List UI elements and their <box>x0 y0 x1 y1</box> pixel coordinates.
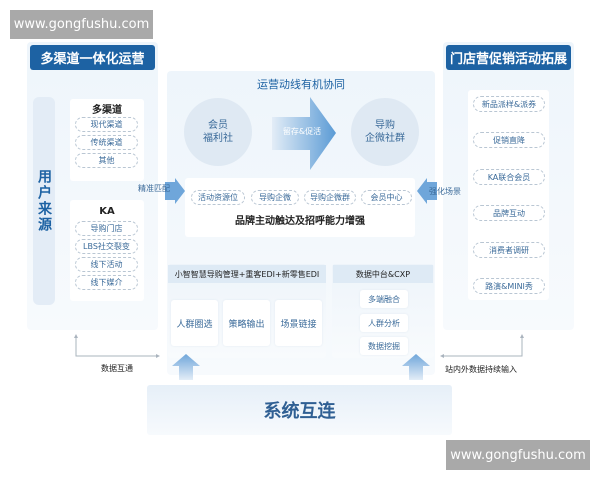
channel-pill: 传统渠道 <box>75 135 138 150</box>
channel-pill: 现代渠道 <box>75 117 138 132</box>
data-header: 数据中台&CXP <box>333 265 433 283</box>
scene-arrow-icon <box>417 178 437 204</box>
data-item: 人群分析 <box>360 314 408 332</box>
right-connector-line <box>440 334 524 358</box>
chain-box <box>185 178 415 237</box>
guide-card: 人群圈选 <box>171 300 218 346</box>
ka-pill: 线下媒介 <box>75 275 138 290</box>
ka-pill: LBS社交裂变 <box>75 239 138 254</box>
data-item: 数据挖掘 <box>360 337 408 355</box>
multichannel-title: 多渠道 <box>92 104 122 116</box>
chain-pill: 导购企微群 <box>304 190 356 205</box>
guide-card: 场景链接 <box>275 300 322 346</box>
watermark-bottom: www.gongfushu.com <box>446 440 590 470</box>
data-interop-label: 数据互通 <box>101 363 133 373</box>
ka-pill: 导购门店 <box>75 221 138 236</box>
user-source-label: 用户来源 <box>33 97 55 305</box>
chain-pill: 会员中心 <box>361 190 412 205</box>
system-interconnect: 系统互连 <box>147 385 452 435</box>
promo-pill: 路演&MINI秀 <box>473 278 545 294</box>
ka-title: KA <box>99 205 115 217</box>
data-input-label: 站内外数据持续输入 <box>445 365 517 374</box>
watermark-top: www.gongfushu.com <box>10 10 153 39</box>
promo-pill: 消费者调研 <box>473 242 545 258</box>
data-item: 多端融合 <box>360 290 408 308</box>
match-arrow-icon <box>165 178 185 204</box>
chain-caption: 品牌主动触达及招呼能力增强 <box>235 215 365 227</box>
channel-pill: 其他 <box>75 153 138 168</box>
ka-pill: 线下活动 <box>75 257 138 272</box>
chain-pill: 导购企微 <box>251 190 299 205</box>
right-header: 门店营促销活动拓展 <box>446 45 571 70</box>
chain-pill: 活动资源位 <box>191 190 245 205</box>
promo-pill: 品牌互动 <box>473 205 545 221</box>
up-arrow-icon <box>172 354 200 380</box>
middle-title: 运营动线有机协同 <box>257 78 345 91</box>
left-connector-line <box>74 334 160 358</box>
promo-box <box>468 90 549 300</box>
retention-arrow-icon <box>272 97 336 170</box>
member-circle: 会员 福利社 <box>184 98 252 166</box>
guide-circle: 导购 企微社群 <box>351 98 419 166</box>
guide-card: 策略输出 <box>223 300 270 346</box>
match-label: 精准匹配 <box>138 183 170 193</box>
promo-pill: KA联合会员 <box>473 169 545 185</box>
promo-pill: 促销直降 <box>473 132 545 148</box>
scene-label: 强化场景 <box>429 186 461 196</box>
promo-pill: 新品派样&派券 <box>473 96 545 112</box>
retention-label: 留存&促活 <box>282 126 322 136</box>
guide-header: 小智智慧导购管理+重客EDI+新零售EDI <box>168 265 326 283</box>
up-arrow-icon <box>402 354 430 380</box>
left-header: 多渠道一体化运营 <box>30 45 155 70</box>
